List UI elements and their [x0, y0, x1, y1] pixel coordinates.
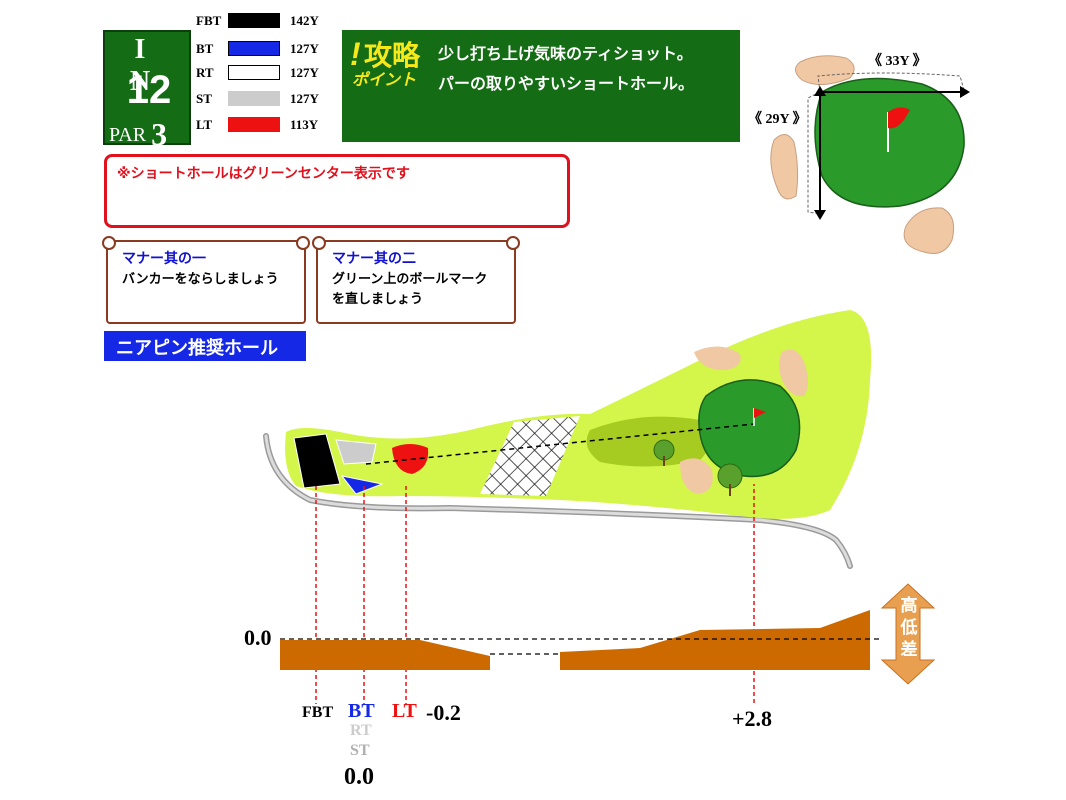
strategy-heading: 攻略 — [364, 39, 421, 72]
cart-path-inner — [264, 434, 852, 568]
label-common-value: 0.0 — [344, 764, 374, 790]
arrowhead-icon — [814, 86, 826, 96]
flag-icon — [888, 107, 910, 129]
label-lt: LT — [392, 700, 417, 722]
green-depth-label: 《 29Y 》 — [748, 112, 807, 127]
label-bt: BT — [348, 700, 375, 722]
bunker-shape — [770, 134, 799, 200]
terrain-tee-side — [280, 640, 490, 670]
tee-name: LT — [196, 117, 213, 132]
scroll-curl-icon — [312, 236, 326, 250]
tee-yards: 113Y — [290, 117, 319, 132]
bunker-shape — [795, 55, 855, 85]
manner-line: を直しましょう — [332, 292, 424, 307]
tee-fbt — [293, 433, 341, 489]
tee-st — [335, 439, 377, 465]
legend-char: 低 — [900, 618, 918, 638]
label-lt-value: -0.2 — [426, 700, 461, 725]
scroll-curl-icon — [102, 236, 116, 250]
strategy-box: ! 攻略 ポイント 少し打ち上げ気味のティショット。 パーの取りやすいショートホ… — [342, 30, 740, 142]
manner-body: バンカーをならしましょう — [122, 270, 279, 290]
notice-text: ※ショートホールはグリーンセンター表示です — [117, 166, 410, 182]
tee-bt — [340, 475, 384, 495]
tee-color-swatch — [228, 117, 280, 132]
tree-icon — [653, 439, 675, 466]
manner-line: グリーン上のボールマーク — [332, 272, 488, 287]
manner-body: グリーン上のボールマーク を直しましょう — [332, 270, 487, 310]
tee-name: BT — [196, 41, 214, 56]
tee-row-lt: LT 113Y — [196, 114, 336, 136]
depth-guide — [807, 91, 821, 215]
tee-lt — [392, 444, 429, 474]
scroll-curl-icon — [506, 236, 520, 250]
par-value: 3 — [151, 116, 168, 152]
manner-line: バンカーをならしましょう — [122, 272, 279, 287]
tee-yards: 127Y — [290, 91, 319, 106]
bunker-shape — [680, 458, 713, 494]
tee-row-rt: RT 127Y — [196, 62, 336, 84]
notice-box: ※ショートホールはグリーンセンター表示です — [104, 154, 570, 228]
label-green-value: +2.8 — [732, 706, 773, 731]
par-label: PAR 3 — [109, 112, 189, 152]
line-of-play — [365, 423, 755, 465]
label-rt: RT — [350, 722, 372, 739]
par-text: PAR — [109, 124, 147, 146]
tree-icon — [717, 463, 743, 496]
arrowhead-icon — [814, 210, 826, 220]
label-st: ST — [350, 742, 370, 759]
tee-row-bt: BT 127Y — [196, 38, 336, 60]
tee-color-swatch — [228, 41, 280, 56]
manner-title: マナー其の一 — [122, 251, 206, 267]
tee-row-st: ST 127Y — [196, 88, 336, 110]
tee-yards: 142Y — [290, 13, 319, 28]
baseline-label: 0.0 — [244, 625, 272, 650]
near-pin-badge: ニアピン推奨ホール — [104, 331, 306, 361]
label-fbt: FBT — [302, 704, 334, 721]
tee-color-swatch — [228, 65, 280, 80]
bunker-shape — [779, 349, 808, 397]
scroll-curl-icon — [296, 236, 310, 250]
manner-title: マナー其の二 — [332, 251, 416, 267]
legend-char: 差 — [900, 640, 918, 660]
green-shape — [814, 77, 965, 208]
tee-name: FBT — [196, 13, 222, 28]
bunker-shape — [694, 346, 741, 370]
elevation-profile — [280, 484, 936, 704]
legend-char: 高 — [900, 596, 918, 616]
strategy-point-label: ポイント — [352, 70, 417, 89]
tee-yards: 127Y — [290, 41, 319, 56]
elevation-legend: 高 低 差 — [900, 595, 918, 661]
tee-name: RT — [196, 65, 214, 80]
tee-row-fbt: FBT 142Y — [196, 10, 336, 32]
arrowhead-icon — [960, 86, 970, 98]
hole-badge: I N 12 PAR 3 — [103, 30, 191, 152]
strategy-line-2: パーの取りやすいショートホール。 — [438, 74, 695, 93]
tee-name: ST — [196, 91, 212, 106]
tee-yards: 127Y — [290, 65, 319, 80]
green-width-label: 《 33Y 》 — [868, 54, 927, 69]
manner-scroll-2: マナー其の二 グリーン上のボールマーク を直しましょう — [312, 236, 520, 324]
tee-color-swatch — [228, 91, 280, 106]
terrain-green-side — [560, 610, 870, 670]
width-guide — [817, 72, 965, 93]
elevation-arrow-icon — [880, 583, 936, 685]
hole-number: 12 — [126, 68, 172, 112]
rough-patch — [586, 416, 710, 467]
exclamation-icon: ! — [350, 36, 361, 72]
crosshatch-hazard — [480, 416, 580, 496]
strategy-line-1: 少し打ち上げ気味のティショット。 — [438, 44, 693, 63]
manner-scroll-1: マナー其の一 バンカーをならしましょう — [102, 236, 310, 324]
green-shape — [698, 379, 801, 478]
near-pin-text: ニアピン推奨ホール — [116, 338, 278, 359]
course-side: I N — [129, 34, 169, 97]
green-detail-diagram — [770, 55, 970, 254]
bunker-shape — [903, 207, 955, 254]
tee-color-swatch — [228, 13, 280, 28]
flag-icon — [754, 408, 766, 418]
hole-layout-diagram — [263, 310, 872, 569]
